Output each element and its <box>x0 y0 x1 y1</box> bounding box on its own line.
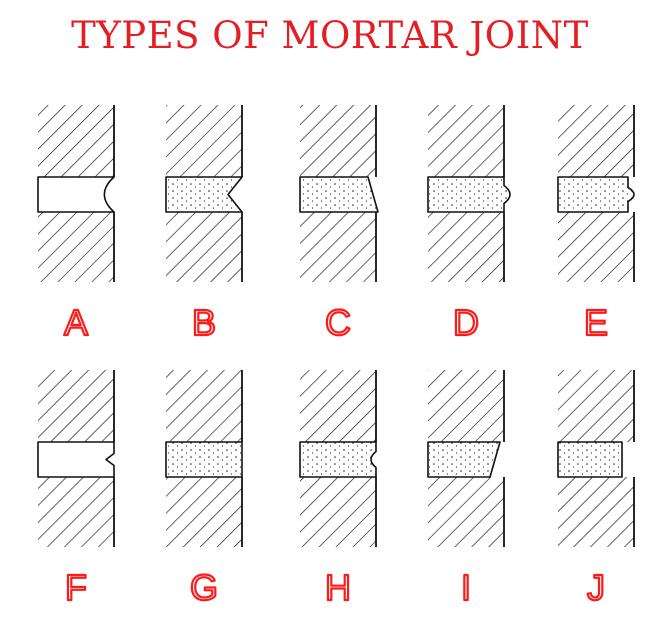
joint-label-j: J <box>587 567 605 608</box>
joint-d: D <box>427 105 511 344</box>
upper-brick <box>38 370 114 442</box>
joint-label-d: D <box>453 302 479 343</box>
joint-h: H <box>299 370 377 609</box>
upper-brick <box>300 105 376 177</box>
mortar-v-groove <box>165 176 243 213</box>
lower-brick <box>428 212 504 282</box>
mortar-struck <box>427 441 501 478</box>
lower-brick <box>428 477 504 547</box>
lower-brick <box>300 212 376 282</box>
joint-label-h: H <box>325 567 351 608</box>
upper-brick <box>38 105 114 177</box>
joint-i: I <box>427 370 505 609</box>
lower-brick <box>300 477 376 547</box>
mortar-beaded <box>427 176 511 213</box>
joint-label-a: A <box>64 302 88 343</box>
upper-brick <box>166 370 242 442</box>
lower-brick <box>166 212 242 282</box>
joint-f: F <box>37 370 115 609</box>
upper-brick <box>558 105 634 177</box>
lower-brick <box>558 212 634 282</box>
joint-c: C <box>299 105 379 344</box>
joint-label-i: I <box>461 567 471 608</box>
joint-label-f: F <box>65 567 87 608</box>
joint-j: J <box>557 370 635 609</box>
joint-b: B <box>165 105 243 344</box>
joint-label-e: E <box>584 302 608 343</box>
joint-g: G <box>165 370 243 609</box>
joint-label-c: C <box>325 302 351 343</box>
upper-brick <box>428 370 504 442</box>
mortar-v-notch <box>37 441 115 478</box>
upper-brick <box>300 370 376 442</box>
mortar-recessed <box>557 441 623 478</box>
page-title: TYPES OF MORTAR JOINT <box>71 14 589 57</box>
joint-e: E <box>557 105 635 344</box>
mortar-tuck-pointed <box>557 176 635 213</box>
lower-brick <box>38 212 114 282</box>
joint-label-b: B <box>192 302 216 343</box>
joint-a: A <box>37 105 115 344</box>
upper-brick <box>166 105 242 177</box>
mortar-concave <box>37 176 115 213</box>
joint-label-g: G <box>190 567 218 608</box>
upper-brick <box>428 105 504 177</box>
mortar-keyed <box>299 441 377 478</box>
lower-brick <box>166 477 242 547</box>
lower-brick <box>558 477 634 547</box>
mortar-flush <box>165 441 243 478</box>
upper-brick <box>558 370 634 442</box>
lower-brick <box>38 477 114 547</box>
mortar-weathered <box>299 176 379 213</box>
